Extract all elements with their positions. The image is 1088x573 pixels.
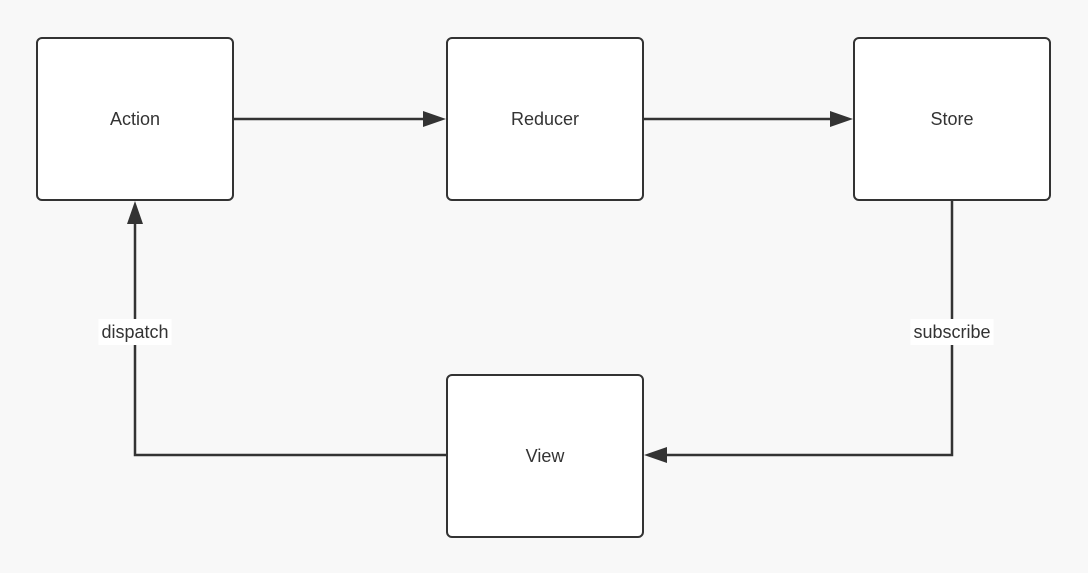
node-action[interactable]: Action [36, 37, 234, 201]
arrowhead-icon [644, 447, 667, 463]
edge-label-subscribe: subscribe [910, 319, 994, 345]
edge-store-to-view [644, 201, 954, 463]
node-view[interactable]: View [446, 374, 644, 538]
edge-view-to-action [127, 201, 446, 457]
node-label: View [525, 445, 565, 466]
node-label: Reducer [510, 108, 580, 129]
arrowhead-icon [830, 111, 853, 127]
node-label: Action [109, 108, 161, 129]
node-store[interactable]: Store [853, 37, 1051, 201]
node-label: Store [930, 108, 974, 129]
node-reducer[interactable]: Reducer [446, 37, 644, 201]
arrowhead-icon [423, 111, 446, 127]
edge-reducer-to-store [644, 111, 853, 127]
edge-label-dispatch: dispatch [98, 319, 172, 345]
edge-action-to-reducer [234, 111, 446, 127]
arrowhead-icon [127, 201, 143, 224]
